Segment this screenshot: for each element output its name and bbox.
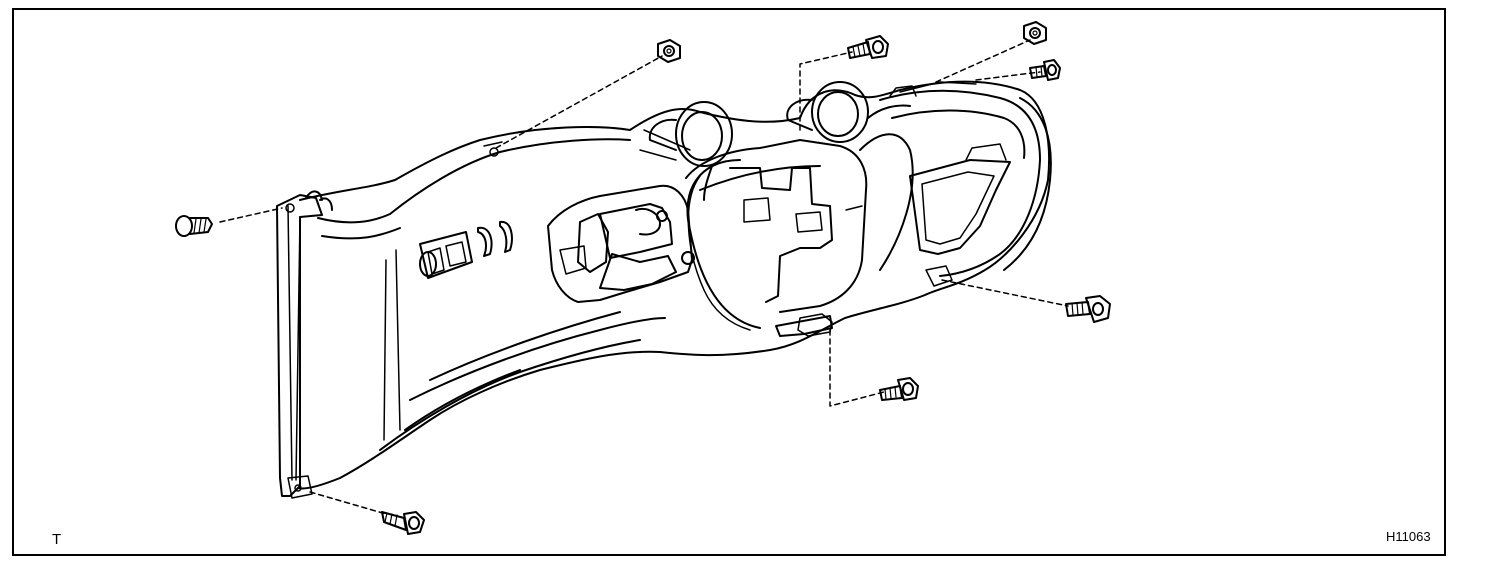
instrument-panel-body: [276, 80, 1052, 499]
bolt-top-center: [847, 35, 889, 59]
nut-top-left: [657, 39, 681, 63]
switch-openings: [419, 220, 513, 279]
leader-lines: [219, 39, 1069, 515]
right-section: [859, 81, 1052, 277]
nut-top-right: [1023, 21, 1047, 45]
diagram-frame: [12, 8, 1446, 556]
bolt-right: [1065, 295, 1111, 323]
view-code-label: T: [52, 531, 62, 548]
right-duct-ring: [786, 81, 869, 143]
right-lower-tab: [925, 265, 953, 287]
bolt-top-right: [1029, 59, 1061, 81]
bolt-bottom-center: [879, 377, 919, 401]
bolt-lower-left: [381, 511, 425, 535]
panel-outline: [297, 80, 1051, 490]
left-duct-ring: [648, 101, 733, 201]
steering-column-bracket: [547, 184, 695, 303]
center-bracket: [639, 129, 868, 337]
left-bottom-tab: [287, 475, 313, 499]
figure-id-label: H11063: [1386, 529, 1431, 544]
bolt-left-end: [175, 215, 213, 237]
